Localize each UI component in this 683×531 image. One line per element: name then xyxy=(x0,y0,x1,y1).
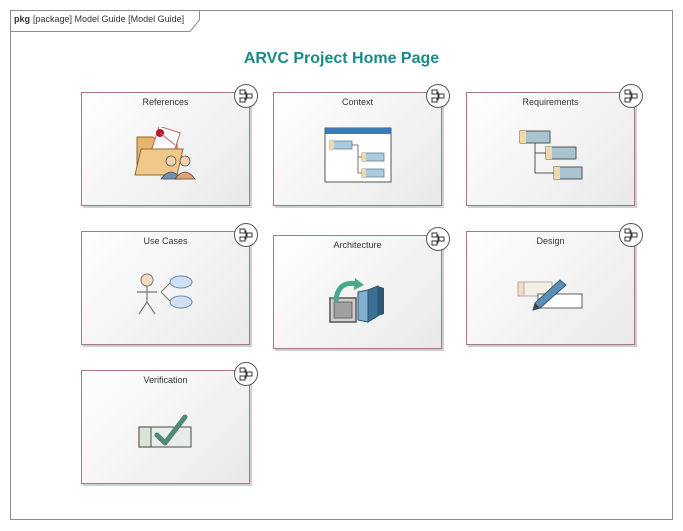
verification-checkmark-icon xyxy=(137,414,192,448)
frame-tab-outline xyxy=(10,10,200,32)
frame-tab-label: pkg[package] Model Guide [Model Guide] xyxy=(14,14,184,24)
card-context[interactable]: Context xyxy=(273,84,450,206)
card-title: Requirements xyxy=(522,97,579,107)
card-references[interactable]: References xyxy=(81,84,258,206)
architecture-blocks-icon xyxy=(328,278,384,323)
diagram-link-icon[interactable] xyxy=(619,223,643,247)
page-title: ARVC Project Home Page xyxy=(243,50,440,67)
card-title: Architecture xyxy=(333,240,382,250)
frame-label: [package] Model Guide [Model Guide] xyxy=(33,14,185,24)
design-pencil-icon xyxy=(517,279,583,311)
card-title: Verification xyxy=(143,375,188,385)
diagram-link-icon[interactable] xyxy=(234,362,258,386)
card-architecture[interactable]: Architecture xyxy=(273,227,450,349)
card-title: Design xyxy=(536,236,565,246)
frame-tab: pkg[package] Model Guide [Model Guide] xyxy=(10,10,200,32)
use-case-actor-icon xyxy=(136,273,192,315)
diagram-link-icon[interactable] xyxy=(619,84,643,108)
card-requirements[interactable]: Requirements xyxy=(466,84,643,206)
card-title: References xyxy=(142,97,189,107)
diagram-link-icon[interactable] xyxy=(426,227,450,251)
card-use-cases[interactable]: Use Cases xyxy=(81,223,258,345)
context-diagram-icon xyxy=(324,127,391,183)
diagram-link-icon[interactable] xyxy=(234,223,258,247)
card-title: Use Cases xyxy=(143,236,188,246)
folder-people-icon xyxy=(133,127,196,180)
diagram-link-icon[interactable] xyxy=(234,84,258,108)
card-title: Context xyxy=(341,97,374,107)
frame-keyword: pkg xyxy=(14,14,31,24)
card-design[interactable]: Design xyxy=(466,223,643,345)
card-verification[interactable]: Verification xyxy=(81,362,258,484)
requirements-hierarchy-icon xyxy=(519,130,582,180)
diagram-link-icon[interactable] xyxy=(426,84,450,108)
